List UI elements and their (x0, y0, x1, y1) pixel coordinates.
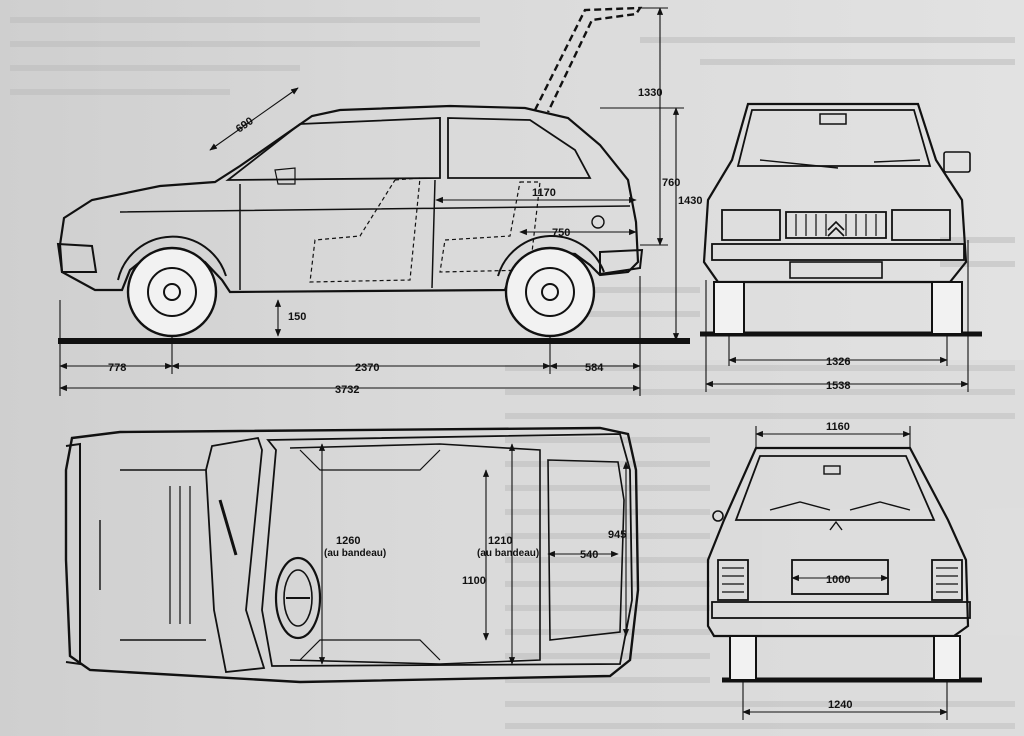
dim-rear-interior-width: 1210 (488, 535, 512, 547)
rear-view: 1160 1000 1240 (706, 421, 982, 720)
front-side-window (225, 117, 441, 181)
front-body-outline (702, 102, 968, 284)
rear-chevron-icon (829, 520, 843, 531)
side-dimension-lines (59, 7, 684, 396)
rear-left-tyre (729, 635, 757, 681)
top-bonnet-lines (99, 469, 206, 641)
seat-outlines (309, 177, 541, 283)
rear-side-window (447, 117, 592, 179)
rear-bumper (599, 248, 644, 276)
dim-boot-length: 540 (580, 549, 598, 561)
rear-wheel (504, 246, 596, 338)
open-tailgate-outline (533, 6, 643, 113)
rear-left-lamp (717, 559, 749, 601)
front-view: 1326 1538 (700, 102, 982, 392)
rear-door-mirror (712, 510, 724, 522)
rear-seat-headrests (769, 501, 911, 511)
dim-rear-overhang: 584 (585, 362, 604, 374)
wheel-arches (117, 234, 605, 281)
door-lines (119, 179, 631, 290)
top-rear-window (547, 459, 625, 641)
top-windscreen (205, 436, 266, 673)
top-dimension-lines (318, 443, 630, 665)
side-mirror (274, 167, 296, 185)
chevron-logo-icon (827, 220, 845, 237)
front-plate (789, 261, 883, 279)
rear-right-tyre (933, 635, 961, 681)
dim-roof-width: 1160 (826, 421, 850, 433)
top-wiper (218, 499, 238, 556)
top-vent-lines (169, 486, 191, 624)
dim-glass-rake: 690 (234, 115, 256, 135)
top-seat-outlines (299, 449, 441, 661)
steering-wheel-icon (274, 556, 322, 640)
dim-front-seat-width: 1100 (462, 575, 486, 587)
dim-boot-depth: 945 (608, 529, 626, 541)
rear-dimension-lines (742, 426, 948, 720)
dim-overall-width: 1538 (826, 380, 850, 392)
dim-rear-interior-note: (au bandeau) (477, 548, 539, 559)
rear-right-lamp (931, 559, 963, 601)
dim-front-track: 1326 (826, 356, 850, 368)
front-wheel (126, 246, 218, 338)
front-right-tyre (931, 281, 963, 335)
rear-view-mirror (819, 113, 847, 125)
front-dimension-lines (705, 240, 969, 392)
dim-boot-opening-width: 1000 (826, 574, 850, 586)
front-bumper-front (711, 243, 965, 261)
top-body-outline (64, 426, 640, 684)
top-roof-panel (261, 433, 633, 667)
rear-bumper-rear (711, 601, 971, 619)
top-view: 1260 (au bandeau) 1210 (au bandeau) 1100… (64, 426, 640, 684)
front-grille (785, 211, 887, 239)
door-mirror (943, 151, 971, 173)
dim-boot-open-height: 1330 (638, 87, 662, 99)
grille-slats (795, 214, 877, 236)
dim-front-overhang: 778 (108, 362, 126, 374)
rear-screen (734, 455, 936, 521)
dim-rear-track: 1240 (828, 699, 852, 711)
top-cabin-line (289, 443, 541, 665)
dim-overall-height: 1430 (678, 195, 702, 207)
dim-ground-clearance: 150 (288, 311, 306, 323)
fuel-cap (591, 215, 605, 229)
right-headlamp (891, 209, 951, 241)
dim-overall-length: 3732 (335, 384, 359, 396)
dim-wheelbase: 2370 (355, 362, 379, 374)
dim-front-interior-width: 1260 (336, 535, 360, 547)
front-left-tyre (713, 281, 745, 335)
dim-front-interior-note: (au bandeau) (324, 548, 386, 559)
left-headlamp (721, 209, 781, 241)
front-bumper (56, 242, 98, 273)
background-texture (10, 17, 1024, 736)
dim-rear-seat-to-back: 750 (552, 227, 570, 239)
rear-brake-light (823, 465, 841, 475)
dim-interior-length: 1170 (532, 187, 556, 199)
rear-lamp-lines (722, 567, 958, 593)
windscreen (736, 109, 932, 167)
wiper-blades (759, 159, 921, 169)
dim-body-height: 760 (662, 177, 680, 189)
top-front-bumper (65, 442, 81, 666)
